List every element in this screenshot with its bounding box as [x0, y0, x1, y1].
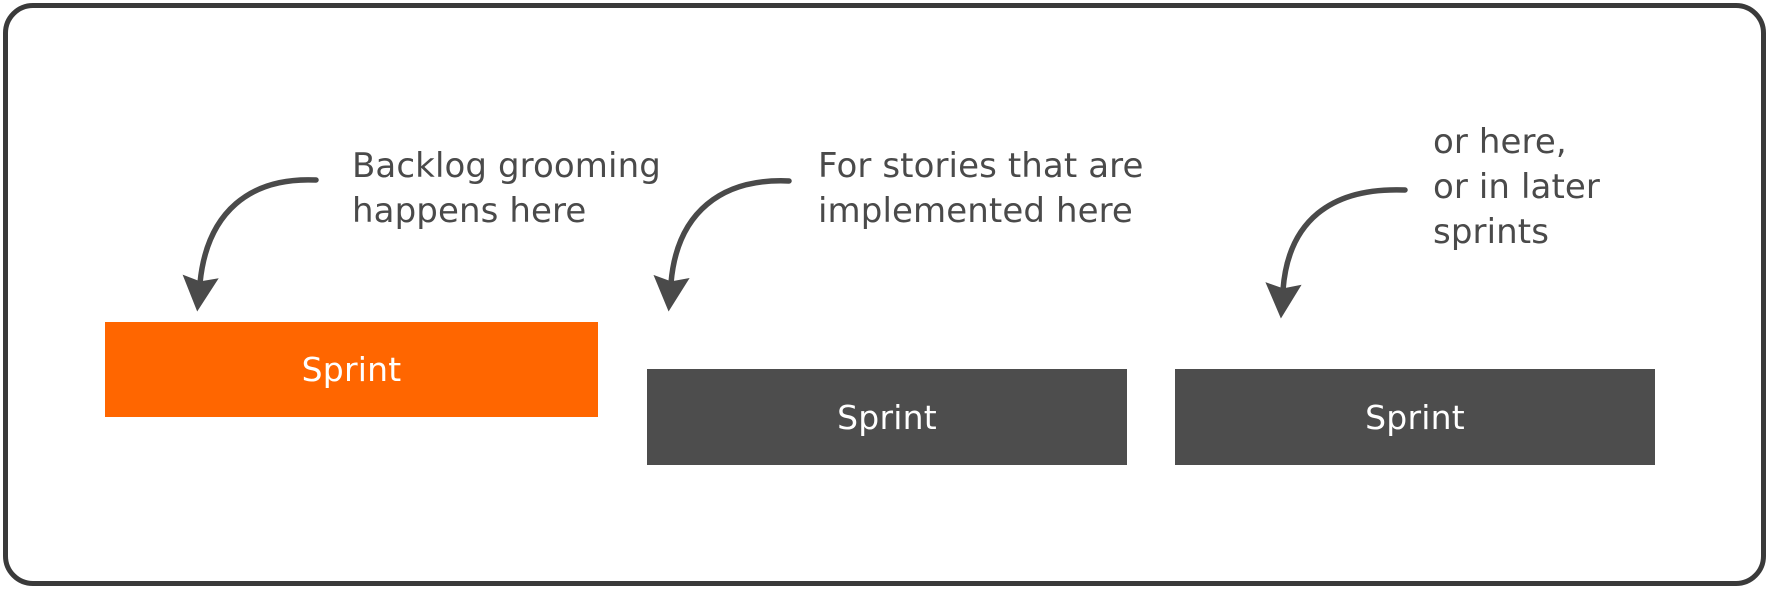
sprint-box-next[interactable]: Sprint [647, 369, 1127, 465]
sprint-box-label: Sprint [837, 397, 937, 437]
annotation-stories-implemented: For stories that are implemented here [818, 146, 1144, 231]
sprint-box-label: Sprint [301, 350, 402, 389]
annotation-backlog-grooming: Backlog grooming happens here [352, 146, 661, 231]
sprint-box-current[interactable]: Sprint [105, 322, 598, 417]
diagram-frame [3, 3, 1766, 586]
sprint-box-label: Sprint [1365, 397, 1465, 437]
annotation-later-sprints: or here, or in later sprints [1433, 122, 1600, 252]
sprint-box-later[interactable]: Sprint [1175, 369, 1655, 465]
